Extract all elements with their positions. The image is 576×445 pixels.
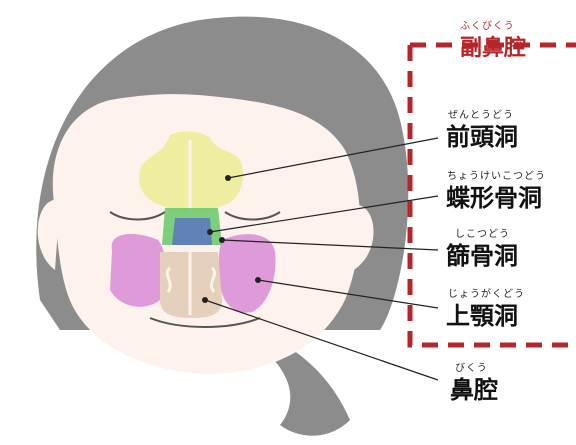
frontal-text: 前頭洞 [446,123,518,151]
maxillary-text: 上顎洞 [446,302,518,330]
ethmoid-term: 篩骨洞 [444,242,520,270]
sphenoid-label: 蝶形骨洞 [444,178,544,213]
right-eye [224,211,281,221]
nasal-ruby: びくう [455,356,488,375]
left-eye [109,211,166,221]
ethmoid-label: 篩骨洞 [444,236,520,271]
leader-ethmoid [221,239,439,251]
maxillary-sinus-right [218,234,276,313]
sphenoid-text: 蝶形骨洞 [446,184,542,212]
sphenoid-ruby-text: ちょうけいこつどう [447,171,546,182]
ethmoid-ruby: しこつどう [455,222,510,241]
ethmoid-ruby-text: しこつどう [455,229,510,240]
sphenoid-ruby: ちょうけいこつどう [447,164,546,183]
nasal-text: 鼻腔 [450,376,498,404]
frontal-ruby-text: ぜんとうどう [448,110,514,121]
title-ruby: ふくびくう [460,14,515,33]
leader-nasal [204,299,439,381]
leader-sphenoid [209,195,439,233]
maxillary-ruby-text: じょうがくどう [448,289,525,300]
mouth [149,317,261,328]
maxillary-sinus-left [110,234,166,307]
nasal-ruby-text: びくう [455,363,488,374]
nasal-label: 鼻腔 [448,370,500,405]
sphenoid-sinus [172,218,212,245]
title: 副鼻腔 [460,30,526,62]
sphenoid-term: 蝶形骨洞 [444,184,544,212]
maxillary-label: 上顎洞 [444,296,520,331]
title-text: 副鼻腔 [460,36,527,61]
ethmoid-text: 篩骨洞 [446,242,518,270]
frontal-label: 前頭洞 [444,117,520,152]
maxillary-term: 上顎洞 [444,302,520,330]
nasal-term: 鼻腔 [448,376,500,404]
right-ear [350,204,374,272]
paranasal-frame [407,42,576,348]
left-ear [37,199,60,270]
frontal-ruby: ぜんとうどう [448,103,514,122]
maxillary-ruby: じょうがくどう [448,282,525,301]
title-ruby-text: ふくびくう [460,21,515,32]
leader-maxillary [257,279,439,309]
leader-frontal [227,137,439,179]
frontal-term: 前頭洞 [444,123,520,151]
